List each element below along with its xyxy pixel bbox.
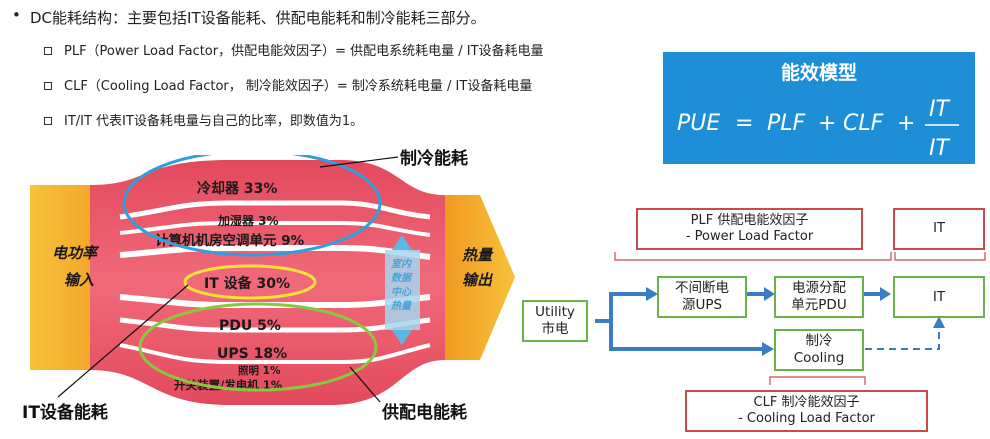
clf-bracket bbox=[770, 377, 865, 385]
cooling-label-cn: 制冷 bbox=[794, 333, 845, 350]
clf-subtitle: - Cooling Load Factor bbox=[738, 411, 875, 427]
square-bullet-icon bbox=[44, 47, 52, 55]
cooling-energy-label: 制冷能耗 bbox=[400, 144, 468, 169]
utility-label-en: Utility bbox=[535, 304, 575, 321]
sub-item-text: IT/IT 代表IT设备耗电量与自己的比率，即数值为1。 bbox=[64, 114, 363, 129]
chiller-label: 冷却器 33% bbox=[197, 180, 277, 197]
input-label-1: 电功率 bbox=[52, 244, 100, 262]
plf-subtitle: - Power Load Factor bbox=[686, 229, 813, 245]
bullet-main: • DC能耗结构：主要包括IT设备能耗、供配电能耗和制冷能耗三部分。 bbox=[14, 7, 486, 28]
it-bracket bbox=[895, 252, 985, 260]
it-equipment-label: IT 设备 30% bbox=[204, 275, 290, 292]
pue-lhs: PUE bbox=[677, 111, 720, 136]
ups-label-2: 源UPS bbox=[675, 297, 729, 314]
pue-formula: PUE = PLF + CLF + IT IT bbox=[663, 52, 975, 164]
pue-plus1: + bbox=[818, 111, 836, 136]
input-label-2: 输入 bbox=[64, 271, 94, 289]
clf-factor-box: CLF 制冷能效因子- Cooling Load Factor bbox=[685, 390, 928, 432]
indoor-label-4: 热量 bbox=[390, 300, 413, 312]
it-top-label: IT bbox=[933, 221, 945, 237]
ups-node: 不间断电源UPS bbox=[657, 276, 747, 318]
plf-title: PLF 供配电能效因子 bbox=[686, 213, 813, 229]
power-energy-label: 供配电能耗 bbox=[382, 398, 467, 423]
output-label-1: 热量 bbox=[461, 246, 494, 264]
pue-numerator: IT bbox=[929, 97, 950, 122]
sub-item-plf: PLF（Power Load Factor，供配电能效因子）= 供配电系统耗电量… bbox=[44, 40, 544, 59]
pue-clf: CLF bbox=[843, 111, 884, 136]
clf-title: CLF 制冷能效因子 bbox=[738, 395, 875, 411]
sub-item-clf: CLF（Cooling Load Factor， 制冷能效因子）= 制冷系统耗电… bbox=[44, 75, 532, 94]
sub-item-text: CLF（Cooling Load Factor， 制冷能效因子）= 制冷系统耗电… bbox=[64, 79, 532, 94]
it-node-label: IT bbox=[933, 289, 945, 306]
pdu-label-2: 单元PDU bbox=[791, 297, 846, 314]
indoor-label-3: 中心 bbox=[391, 286, 412, 298]
indoor-label-2: 数据 bbox=[391, 272, 413, 284]
pue-eq: = bbox=[735, 111, 753, 136]
bullet-main-text: DC能耗结构：主要包括IT设备能耗、供配电能耗和制冷能耗三部分。 bbox=[30, 9, 486, 27]
output-label-2: 输出 bbox=[462, 271, 494, 289]
pdu-label-1: 电源分配 bbox=[791, 280, 846, 297]
pdu-label: PDU 5% bbox=[219, 318, 281, 334]
plf-bracket bbox=[615, 252, 891, 260]
pue-model-box: 能效模型 PUE = PLF + CLF + IT IT bbox=[663, 52, 975, 164]
it-energy-label: IT设备能耗 bbox=[22, 398, 108, 423]
lighting-label: 照明 1% bbox=[238, 365, 281, 377]
humidifier-label: 加湿器 3% bbox=[217, 213, 279, 228]
ups-label-1: 不间断电 bbox=[675, 280, 729, 297]
energy-sankey: 室内 数据 中心 热量 电功率 输入 热量 输出 冷却器 33% 加湿器 3% … bbox=[0, 155, 520, 425]
square-bullet-icon bbox=[44, 82, 52, 90]
square-bullet-icon bbox=[44, 117, 52, 125]
cooling-label-en: Cooling bbox=[794, 350, 845, 367]
it-node: IT bbox=[893, 276, 985, 318]
it-top-box: IT bbox=[893, 208, 985, 250]
pdu-node: 电源分配单元PDU bbox=[774, 276, 864, 318]
pue-plf: PLF bbox=[767, 111, 806, 136]
pue-plus2: + bbox=[897, 111, 915, 136]
indoor-label-1: 室内 bbox=[391, 258, 412, 270]
sub-item-text: PLF（Power Load Factor，供配电能效因子）= 供配电系统耗电量… bbox=[64, 44, 544, 59]
sub-item-itit: IT/IT 代表IT设备耗电量与自己的比率，即数值为1。 bbox=[44, 110, 363, 129]
utility-label-cn: 市电 bbox=[535, 321, 575, 338]
pue-denominator: IT bbox=[929, 136, 950, 161]
ups-label: UPS 18% bbox=[217, 346, 287, 362]
plf-factor-box: PLF 供配电能效因子- Power Load Factor bbox=[636, 208, 863, 250]
